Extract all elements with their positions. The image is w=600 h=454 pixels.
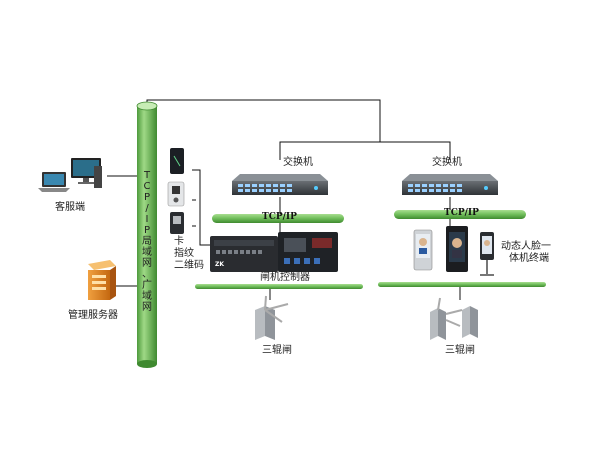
- switch-right-device: [402, 174, 498, 195]
- bus-pipe-lower-left: [195, 284, 363, 289]
- bus-pipe-lower-right: [378, 282, 546, 287]
- backbone-label-char: 域: [142, 291, 152, 302]
- face-terminal-devices: [413, 226, 494, 276]
- backbone-label-char: /: [145, 203, 149, 214]
- backbone-label-char: C: [143, 181, 151, 192]
- backbone-label-char: I: [145, 214, 149, 225]
- backbone-label-char: 网: [142, 302, 152, 313]
- backbone-label-char: T: [143, 170, 151, 181]
- backbone-label-char: 、: [142, 269, 152, 280]
- server-device: [88, 260, 116, 300]
- link-lines: [107, 99, 461, 300]
- reader-devices: [167, 148, 185, 234]
- server-label: 管理服务器: [68, 310, 118, 321]
- backbone-label-char: 广: [142, 280, 152, 291]
- backbone-label-char: 局: [142, 236, 152, 247]
- controller-label: 闸机控制器: [260, 272, 310, 283]
- switch-left-device: [232, 174, 328, 195]
- face-terminal-label-line-1: 动态人脸一: [501, 241, 551, 252]
- face-terminal-label-line-2: 体机终端: [509, 253, 549, 264]
- client-computers: [38, 158, 102, 192]
- client-label: 客服端: [55, 202, 85, 213]
- backbone-pipe: [136, 101, 158, 368]
- backbone-label-char: 网: [142, 258, 152, 269]
- turnstile-right-device: [430, 297, 478, 340]
- reader-label-line-1: 卡: [174, 236, 184, 247]
- reader-label-line-3: 二维码: [174, 260, 204, 271]
- turnstile-left-label: 三辊闸: [262, 345, 292, 356]
- turnstile-left-device: [255, 295, 289, 340]
- bus-pipe-left: [212, 214, 344, 223]
- controller-brand: ZK: [215, 261, 224, 268]
- switch-right-label: 交换机: [432, 157, 462, 168]
- backbone-label-char: P: [143, 225, 151, 236]
- controller-device: [210, 232, 338, 272]
- bus-pipe-right: [394, 210, 526, 219]
- turnstile-right-label: 三辊闸: [445, 345, 475, 356]
- bus-left-label: TCP/IP: [262, 212, 297, 222]
- reader-label: 卡 指纹 二维码: [174, 236, 204, 272]
- face-terminal-label: 动态人脸一 体机终端: [501, 241, 551, 265]
- backbone-label-char: 域: [142, 247, 152, 258]
- bus-right-label: TCP/IP: [444, 208, 479, 218]
- backbone-label-char: P: [143, 192, 151, 203]
- switch-left-label: 交换机: [283, 157, 313, 168]
- reader-label-line-2: 指纹: [174, 248, 194, 259]
